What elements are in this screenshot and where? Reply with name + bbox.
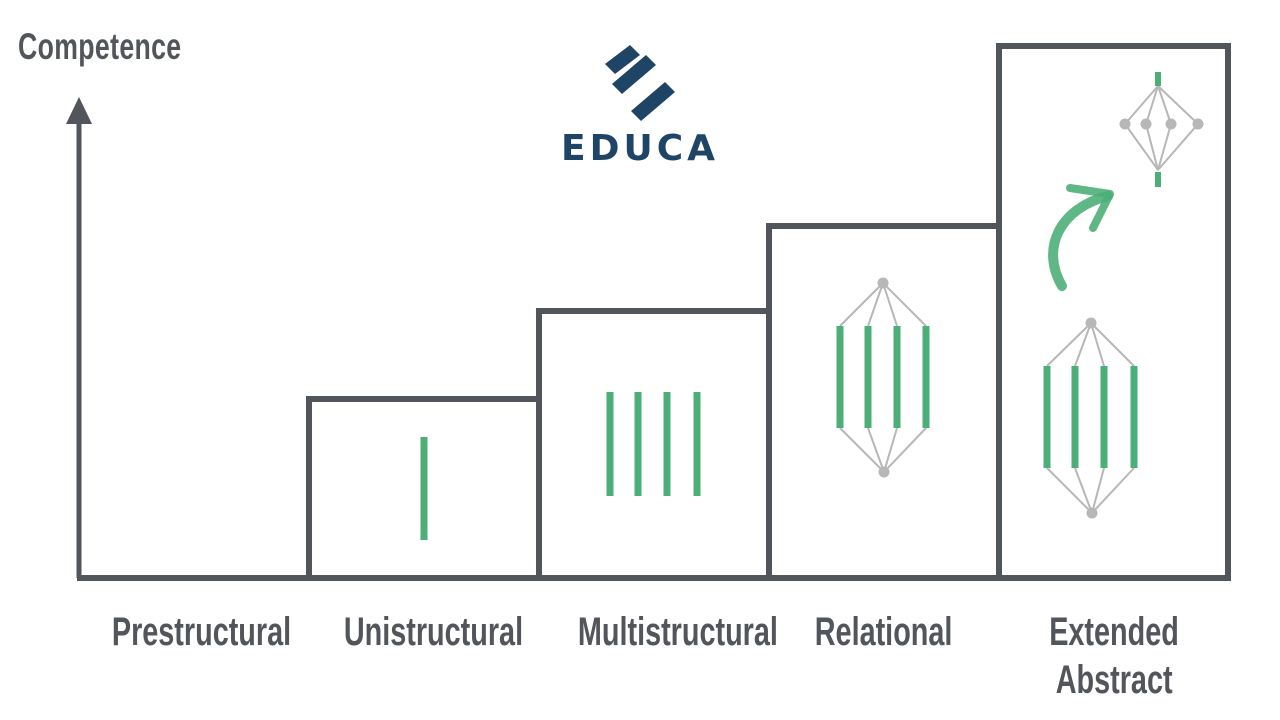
abstract-structure [1119, 72, 1204, 187]
level-label-multistructural: Multistructural [539, 608, 778, 656]
step-extended-abstract [996, 43, 1231, 581]
y-axis-arrowhead [66, 97, 92, 124]
transfer-arrow-icon [1048, 184, 1114, 291]
educa-logo-icon [605, 45, 675, 121]
level-label-unistructural: Unistructural [309, 608, 539, 656]
level-label-line1: Extended [1049, 610, 1179, 654]
level-label-text: Relational [815, 610, 953, 654]
brand-name: EDUCA [561, 128, 719, 169]
level-label-extended-abstract: Extended Abstract [999, 608, 1229, 704]
y-axis-title: Competence [18, 26, 182, 67]
strands [1043, 366, 1138, 468]
multistructural-glyph [606, 392, 701, 496]
connectors [1046, 322, 1135, 514]
node-bottom [1086, 507, 1098, 519]
level-label-prestructural: Prestructural [77, 608, 307, 656]
connectors [839, 282, 927, 473]
axes [66, 97, 1230, 581]
step-boxes [306, 43, 1231, 581]
node-top [877, 277, 889, 289]
level-label-relational: Relational [769, 608, 999, 656]
level-label-text: Multistructural [577, 610, 778, 654]
level-label-text: Unistructural [343, 610, 524, 654]
level-label-text: Prestructural [111, 610, 292, 654]
extended-abstract-glyph [1043, 72, 1204, 519]
level-label-line2: Abstract [1055, 658, 1173, 702]
relational-glyph [836, 277, 930, 478]
strands [836, 326, 930, 428]
step-multistructural [536, 308, 772, 581]
node-top [1085, 317, 1097, 329]
node-bottom [878, 466, 890, 478]
